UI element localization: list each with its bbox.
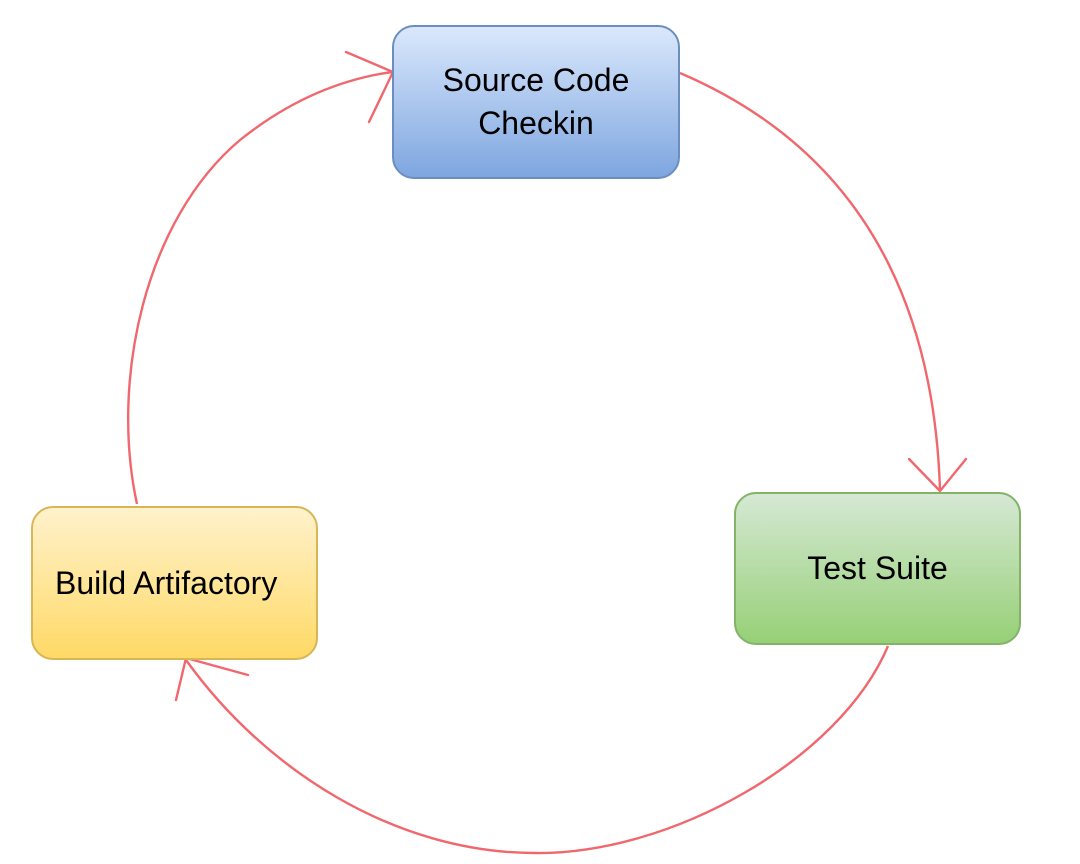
node-label-build: Build Artifactory: [55, 564, 278, 601]
edge-line: [127, 70, 393, 505]
node-test-suite: Test Suite: [734, 492, 1021, 645]
edge-source-to-test: [679, 71, 968, 493]
edge-test-to-build: [174, 645, 890, 855]
edge-build-to-source: [127, 50, 395, 505]
edge-line: [185, 645, 890, 855]
node-label-test: Test Suite: [807, 550, 948, 586]
node-build-artifactory: Build Artifactory: [31, 506, 318, 660]
node-label-source: Source Code Checkin: [442, 62, 630, 141]
arrowhead: [907, 457, 968, 493]
node-source-code-checkin: Source Code Checkin: [392, 25, 680, 179]
edge-line: [679, 71, 942, 491]
arrowhead: [344, 50, 395, 124]
